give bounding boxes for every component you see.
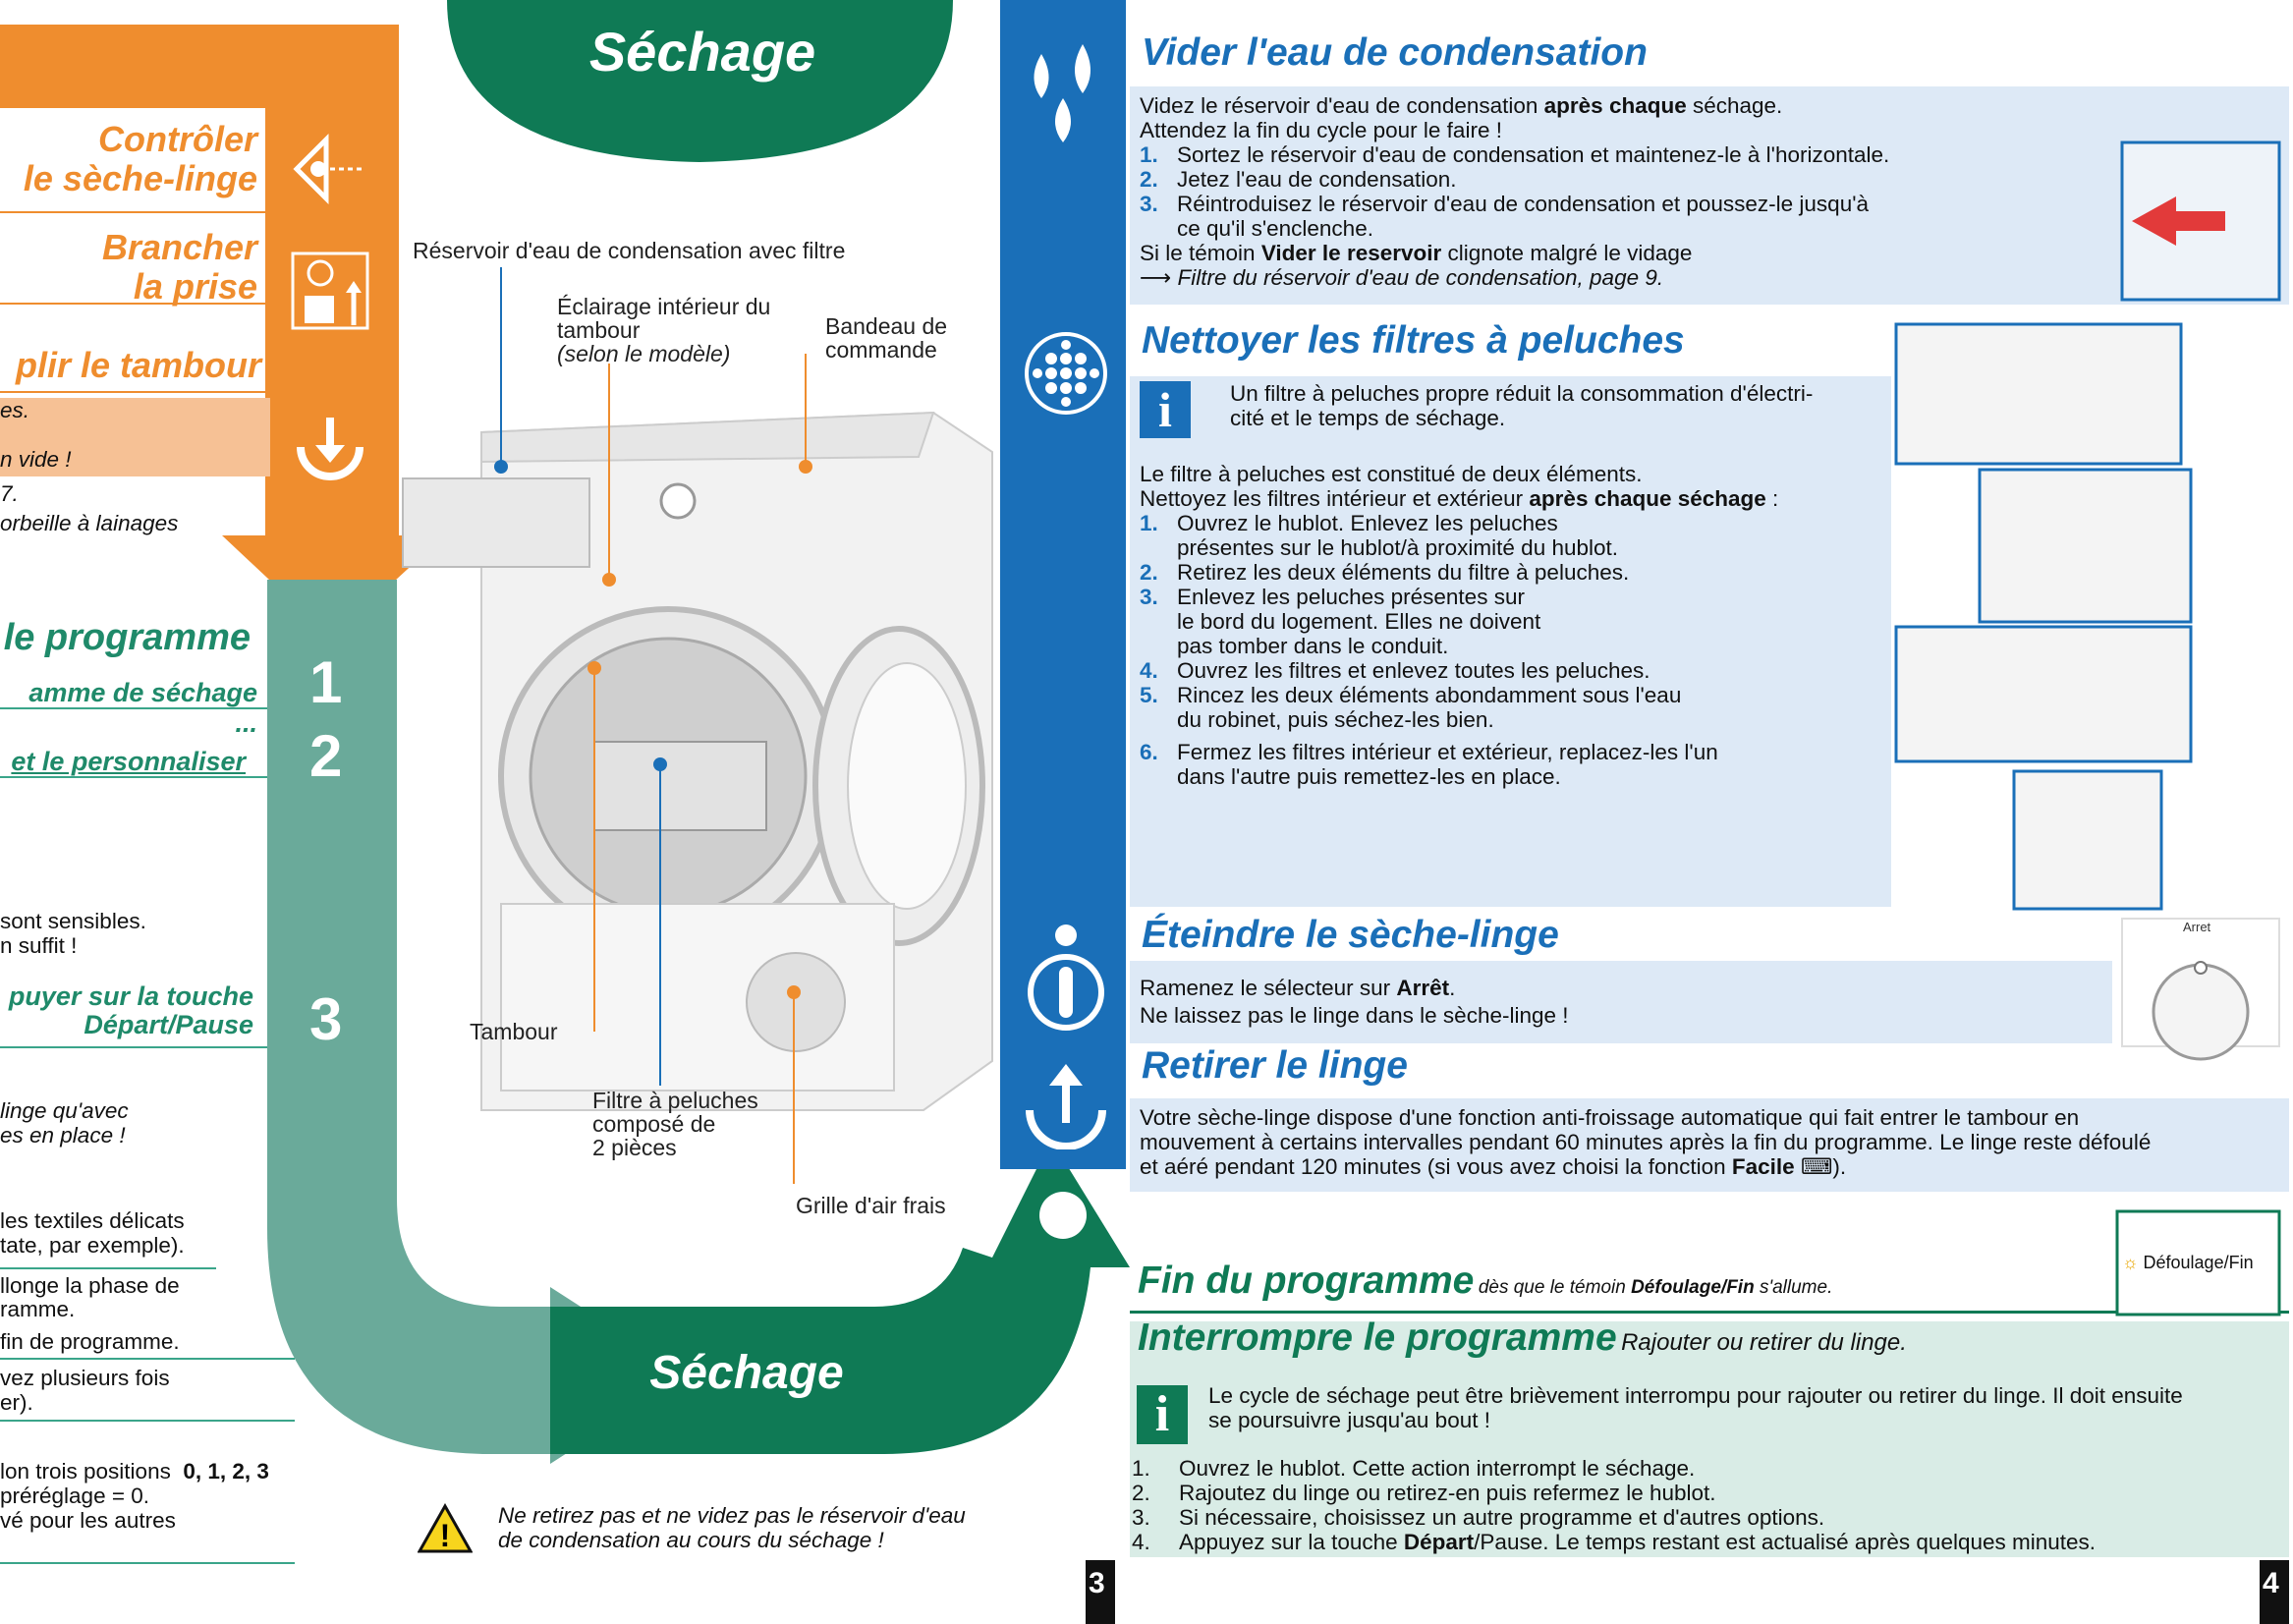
warning-text: Ne retirez pas et ne videz pas le réserv… — [498, 1503, 966, 1552]
text-fragment: orbeille à lainages — [0, 511, 179, 535]
text-fragment: préréglage = 0. — [0, 1484, 149, 1508]
interrompre-steps: 1.Ouvrez le hublot. Cette action interro… — [1132, 1456, 2097, 1554]
dot-marker — [1039, 1192, 1087, 1239]
filter-illustration-1 — [1894, 322, 2183, 466]
step-remplir: plir le tambour — [15, 345, 261, 385]
retirer-panel — [1130, 1098, 2289, 1192]
text-fragment: tate, par exemple). — [0, 1233, 185, 1258]
text-fragment: les textiles délicats — [0, 1208, 185, 1233]
text-fragment: vé pour les autres — [0, 1508, 176, 1533]
unload-icon — [1022, 1056, 1110, 1150]
dryer-illustration — [402, 267, 993, 1184]
filter-illustration-2 — [1978, 468, 2193, 624]
text-fragment: er). — [0, 1390, 33, 1415]
orange-header-bar — [0, 25, 399, 108]
interrompre-panel — [1130, 1321, 2289, 1557]
sechage-title-bottom: Séchage — [649, 1347, 844, 1399]
retirer-title: Retirer le linge — [1142, 1044, 1408, 1087]
label-reservoir: Réservoir d'eau de condensation avec fil… — [413, 238, 846, 263]
interrompre-info: Le cycle de séchage peut être brièvement… — [1208, 1383, 2183, 1432]
knob-label: Arret — [2183, 920, 2211, 934]
page-number-box-left — [1086, 1560, 1115, 1624]
nettoyer-info: Un filtre à peluches propre réduit la co… — [1230, 381, 1814, 430]
label-grille: Grille d'air frais — [796, 1193, 946, 1218]
vider-panel — [1130, 86, 2289, 305]
green-top-semicircle — [447, 0, 953, 162]
text-fragment: n vide ! — [0, 447, 72, 472]
text-fragment: llonge la phase de — [0, 1273, 180, 1298]
green-u-arrow — [550, 1140, 1130, 1454]
defoulage-badge-frame — [2115, 1209, 2281, 1316]
vider-body: Videz le réservoir d'eau de condensation… — [1140, 93, 1890, 290]
text-fragment: linge qu'avec — [0, 1098, 129, 1123]
text-fragment: es. — [0, 398, 30, 422]
power-off-icon — [1022, 924, 1110, 1032]
teal-u-arrow — [267, 580, 688, 1464]
text-fragment: fin de programme. — [0, 1329, 180, 1354]
nettoyer-body: Le filtre à peluches est constitué de de… — [1140, 462, 1779, 789]
peach-band — [0, 398, 270, 476]
info-icon: i — [1140, 381, 1191, 438]
interrompre-heading: Interrompre le programme Rajouter ou ret… — [1138, 1316, 1907, 1359]
vider-title: Vider l'eau de condensation — [1142, 31, 1648, 74]
load-drum-icon — [291, 418, 369, 486]
retirer-body: Votre sèche-linge dispose d'une fonction… — [1140, 1105, 2152, 1179]
page-number-left: 3 — [1089, 1567, 1105, 1599]
personalize-link: et le personnaliser — [11, 747, 246, 776]
svg-text:!: ! — [440, 1518, 451, 1553]
filter-illustration-4 — [2012, 769, 2163, 911]
eteindre-body: Ramenez le sélecteur sur Arrêt. Ne laiss… — [1140, 976, 1569, 1028]
info-icon-green: i — [1137, 1385, 1188, 1444]
lint-filter-icon — [1022, 329, 1110, 418]
text-fragment: n suffit ! — [0, 933, 78, 958]
step-number-2: 2 — [309, 723, 343, 789]
filter-illustration-3 — [1894, 625, 2193, 763]
text-fragment: sont sensibles. — [0, 909, 146, 933]
step-number-1: 1 — [309, 649, 343, 715]
label-tambour: Tambour — [470, 1019, 558, 1044]
eye-check-icon — [287, 130, 365, 208]
text-fragment: vez plusieurs fois — [0, 1366, 170, 1390]
step-number-3: 3 — [309, 986, 343, 1052]
fin-heading: Fin du programme dès que le témoin Défou… — [1138, 1260, 1833, 1302]
nettoyer-title: Nettoyer les filtres à peluches — [1142, 319, 1685, 362]
page-number-right: 4 — [2263, 1567, 2279, 1599]
warning-icon: ! — [417, 1502, 474, 1554]
page-number-box-right — [2260, 1560, 2289, 1624]
nettoyer-panel — [1130, 376, 1891, 907]
water-drops-icon — [1022, 44, 1110, 147]
program-subtitle: amme de séchage ... — [28, 678, 257, 738]
text-fragment: 7. — [0, 481, 19, 506]
text-fragment: es en place ! — [0, 1123, 126, 1148]
defoulage-indicator: ☼ Défoulage/Fin — [2122, 1253, 2254, 1272]
plug-icon — [291, 252, 369, 330]
program-title: le programme — [3, 617, 251, 658]
sun-icon: ☼ — [2122, 1253, 2139, 1272]
text-fragment: ramme. — [0, 1297, 76, 1321]
sechage-title-top: Séchage — [588, 21, 816, 83]
text-fragment: lon trois positions 0, 1, 2, 3 — [0, 1459, 269, 1484]
orange-arrow — [222, 98, 444, 639]
eteindre-panel — [1130, 961, 2112, 1043]
eteindre-title: Éteindre le sèche-linge — [1142, 914, 1559, 956]
